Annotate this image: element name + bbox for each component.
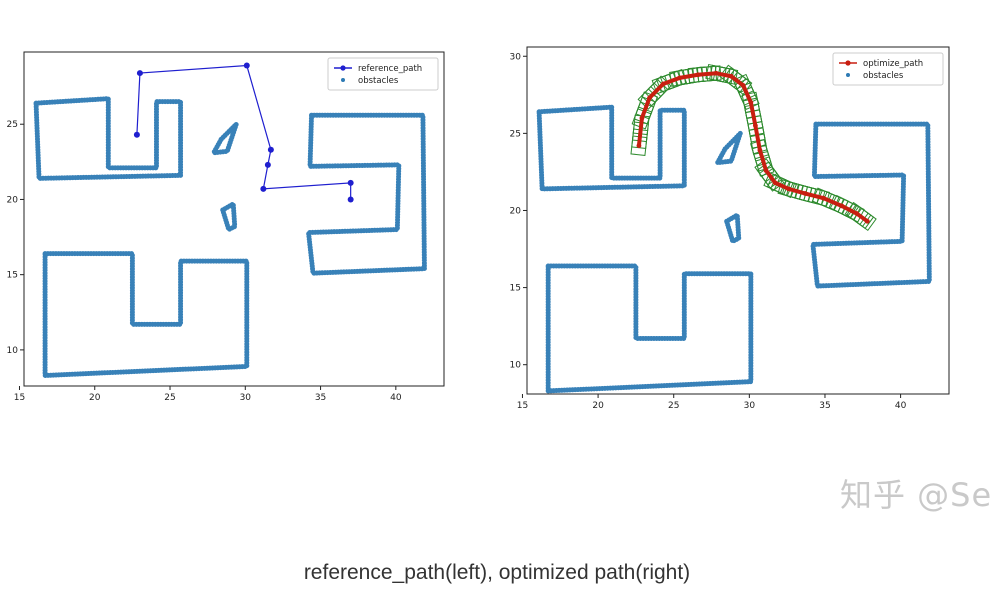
obstacle-wall	[536, 104, 687, 192]
optimize-path-point	[864, 218, 870, 224]
optimize-path-point	[763, 167, 769, 173]
obstacle-wall	[724, 212, 742, 244]
optimize-path-point	[677, 75, 683, 81]
reference-path-point	[133, 131, 140, 138]
legend-label: obstacles	[358, 76, 399, 86]
obstacle-wall	[715, 130, 743, 166]
y-tick-label: 20	[510, 206, 522, 216]
obstacle-wall	[211, 121, 239, 156]
x-tick-label: 30	[744, 401, 756, 411]
optimize-path-point	[752, 123, 758, 129]
optimize-path-point	[660, 81, 666, 87]
optimize-path-point	[757, 147, 763, 153]
optimize-path-point	[854, 211, 860, 216]
optimize-path-point	[839, 203, 845, 209]
x-tick-label: 20	[89, 393, 101, 403]
obstacle-wall	[220, 201, 238, 233]
x-tick-label: 40	[895, 401, 907, 411]
x-tick-label: 35	[819, 401, 830, 411]
optimize-path-point	[728, 73, 734, 79]
obstacle-wall	[33, 96, 184, 181]
optimize-path-point	[786, 186, 792, 192]
legend-marker-swatch	[340, 65, 346, 71]
y-tick-label: 20	[7, 195, 19, 205]
optimize-path-point	[636, 143, 642, 149]
y-tick-label: 30	[510, 52, 522, 62]
y-tick-label: 25	[510, 129, 521, 139]
reference-path-point	[136, 70, 143, 77]
y-tick-label: 15	[510, 284, 521, 294]
watermark: 知乎 @Se	[840, 476, 993, 514]
reference-path-point	[264, 161, 271, 168]
optimize-path-point	[802, 191, 808, 196]
obstacle-wall	[306, 112, 427, 276]
y-tick-label: 10	[510, 361, 522, 371]
optimize-path-point	[647, 95, 652, 101]
y-tick-label: 10	[7, 346, 19, 356]
reference-path-point	[267, 146, 274, 153]
x-tick-label: 25	[668, 401, 679, 411]
x-tick-label: 35	[315, 393, 326, 403]
x-tick-label: 30	[240, 393, 252, 403]
optimize-path-point	[639, 115, 645, 121]
legend-obstacle-swatch	[341, 78, 345, 82]
legend-label: optimize_path	[863, 59, 923, 69]
legend-label: reference_path	[358, 64, 422, 74]
reference-path-line	[136, 64, 352, 200]
legend-box	[832, 52, 944, 86]
optimize-path-point	[772, 180, 778, 186]
optimize-path-point	[748, 100, 754, 105]
optimize-path-point	[821, 195, 826, 201]
legend-box	[327, 57, 439, 91]
optimize-path-point	[713, 70, 719, 76]
reference-path-point	[347, 179, 354, 186]
left-chart: 15 20 25 30 35 40 10 15 20 25 reference_pathobstac…	[7, 51, 445, 403]
x-tick-label: 15	[517, 401, 528, 411]
legend-marker-swatch	[845, 60, 851, 66]
x-tick-label: 40	[390, 393, 402, 403]
x-tick-label: 25	[164, 393, 175, 403]
reference-path-point	[243, 62, 250, 69]
optimize-path-point	[740, 83, 746, 88]
reference-path-point	[260, 185, 267, 192]
figure-caption: reference_path(left), optimized path(rig…	[303, 561, 691, 584]
obstacle-wall	[810, 121, 932, 289]
optimize-path-point	[695, 72, 701, 78]
x-tick-label: 20	[592, 401, 604, 411]
legend-label: obstacles	[863, 71, 904, 81]
y-tick-label: 25	[7, 120, 18, 130]
y-tick-label: 15	[7, 271, 18, 281]
x-tick-label: 15	[14, 393, 25, 403]
optimize-path-line	[636, 71, 869, 223]
reference-path-point	[347, 196, 354, 203]
obstacle-wall	[42, 251, 250, 378]
legend-obstacle-swatch	[846, 73, 850, 77]
right-chart: 15 20 25 30 35 40 10 15 20 25 30 optimize_pathobsta…	[510, 46, 950, 411]
obstacle-wall	[545, 263, 754, 394]
